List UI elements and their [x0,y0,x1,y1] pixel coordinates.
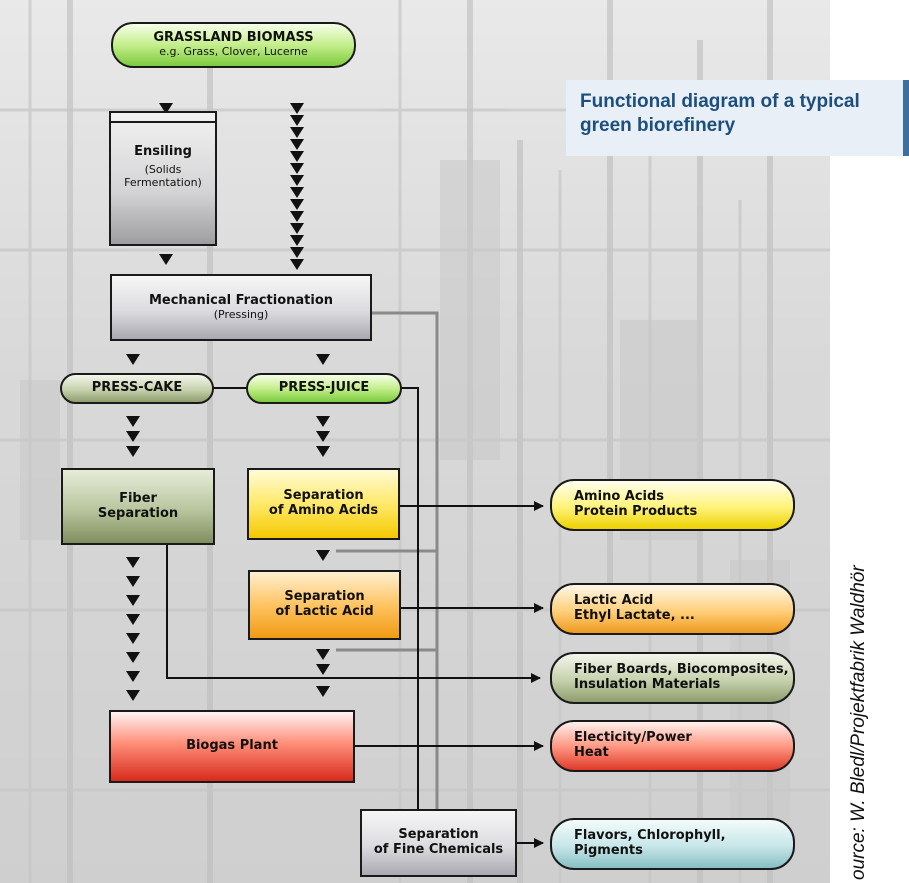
product-electricity-line1: Electicity/Power [574,730,692,746]
amino-sep-line2: of Amino Acids [268,503,379,518]
product-amino-line2: Protein Products [574,504,698,519]
chevron-lactic-down-1 [316,649,330,660]
product-amino-line1: Amino Acids [574,489,665,505]
node-press-juice: PRESS-JUICE [246,373,402,404]
chevron-biomass-to-mech-12 [290,235,304,246]
product-lactic-line1: Lactic Acid [574,593,654,609]
chevron-biomass-to-mech-5 [290,151,304,162]
connector-fiber-to-boards [166,545,541,683]
biogas-label: Biogas Plant [186,738,278,754]
chevron-ensiling-to-mech-1 [159,254,173,265]
chevron-juice-to-amino-3 [316,446,330,457]
chevron-biomass-to-mech-4 [290,139,304,150]
chevron-biomass-to-mech-3 [290,127,304,138]
chevron-fiber-to-biogas-8 [126,690,140,701]
node-fiber-separation: Fiber Separation [61,468,215,545]
chevron-biomass-to-mech-9 [290,199,304,210]
chevron-juice-to-amino-1 [316,416,330,427]
chevron-fiber-to-biogas-5 [126,633,140,644]
chevron-biomass-to-mech-11 [290,223,304,234]
lactic-sep-line2: of Lactic Acid [275,604,374,619]
chevron-biomass-to-mech-1 [290,103,304,114]
product-electricity: Electicity/Power Heat [550,720,795,772]
chevron-cake-to-fiber-2 [126,431,140,442]
source-credit: ource: W. Bledl/Projektfabrik Waldhör [848,565,869,880]
node-lactic-separation: Separation of Lactic Acid [248,570,401,640]
fiber-sep-line2: Separation [97,505,179,521]
chevron-biomass-to-mech-8 [290,187,304,198]
product-flavors: Flavors, Chlorophyll, Pigments [550,818,795,870]
chevron-biomass-to-mech-13 [290,247,304,258]
product-electricity-line2: Heat [574,745,609,760]
product-flavors-line1: Flavors, Chlorophyll, [574,828,726,844]
node-mechanical-fractionation: Mechanical Fractionation (Pressing) [110,274,372,341]
grassland-line1: GRASSLAND BIOMASS [153,30,314,46]
chevron-fiber-to-biogas-7 [126,671,140,682]
chevron-fiber-to-biogas-3 [126,595,140,606]
chevron-fiber-to-biogas-1 [126,557,140,568]
chevron-biomass-to-mech-7 [290,175,304,186]
chevron-mech-to-juice-1 [316,354,330,365]
chevron-stacks [126,103,330,701]
fine-sep-line2: of Fine Chemicals [373,842,504,857]
node-amino-separation: Separation of Amino Acids [247,468,400,540]
diagram-title-box: Functional diagram of a typical green bi… [566,80,909,156]
press-juice-label: PRESS-JUICE [278,380,370,396]
ensiling-line3: Fermentation) [124,175,202,189]
title-line1: Functional diagram of a typical [580,91,860,112]
chevron-lactic-down-2 [316,664,330,675]
product-fiber-line2: Insulation Materials [574,677,721,692]
ensiling-line2: (Solids [144,162,182,176]
connector-mech-to-fine [370,311,443,827]
chevron-biomass-to-mech-6 [290,163,304,174]
product-amino-acids: Amino Acids Protein Products [550,479,795,531]
fiber-sep-line1: Fiber [119,490,157,506]
mechanical-line1: Mechanical Fractionation [148,292,334,308]
chevron-amino-to-lactic-1 [316,550,330,561]
chevron-biomass-to-mech-10 [290,211,304,222]
chevron-biomass-to-mech-2 [290,115,304,126]
connector-juice-right [400,387,419,826]
flow-connectors [126,103,544,848]
ensiling-line1: Ensiling [134,144,192,159]
mechanical-line2: (Pressing) [213,307,269,321]
product-lactic-acid: Lactic Acid Ethyl Lactate, ... [550,583,795,635]
product-flavors-line2: Pigments [574,843,643,858]
chevron-cake-to-fiber-1 [126,416,140,427]
product-fiber-boards: Fiber Boards, Biocomposites, Insulation … [550,652,795,704]
chevron-to-ensiling-1 [159,103,173,114]
ensiling-band [111,121,215,127]
lactic-sep-line1: Separation [284,589,365,605]
node-ensiling: Ensiling (Solids Fermentation) [109,111,217,246]
chevron-fiber-to-biogas-4 [126,614,140,625]
product-fiber-line1: Fiber Boards, Biocomposites, [574,662,789,678]
chevron-cake-to-fiber-3 [126,446,140,457]
node-grassland-biomass: GRASSLAND BIOMASS e.g. Grass, Clover, Lu… [111,22,356,68]
amino-sep-line1: Separation [283,488,364,504]
title-line2: green biorefinery [580,114,736,136]
node-biogas-plant: Biogas Plant [109,710,355,783]
node-press-cake: PRESS-CAKE [60,373,214,404]
press-cake-label: PRESS-CAKE [91,380,183,396]
grassland-line2: e.g. Grass, Clover, Lucerne [159,45,308,59]
chevron-mech-to-cake-1 [126,354,140,365]
chevron-fiber-to-biogas-6 [126,652,140,663]
chevron-to-biogas-1 [316,686,330,697]
fine-sep-line1: Separation [398,827,479,843]
chevron-biomass-to-mech-14 [290,259,304,270]
product-lactic-line2: Ethyl Lactate, ... [574,608,695,623]
chevron-juice-to-amino-2 [316,431,330,442]
chevron-fiber-to-biogas-2 [126,576,140,587]
node-fine-chemicals: Separation of Fine Chemicals [360,809,517,877]
